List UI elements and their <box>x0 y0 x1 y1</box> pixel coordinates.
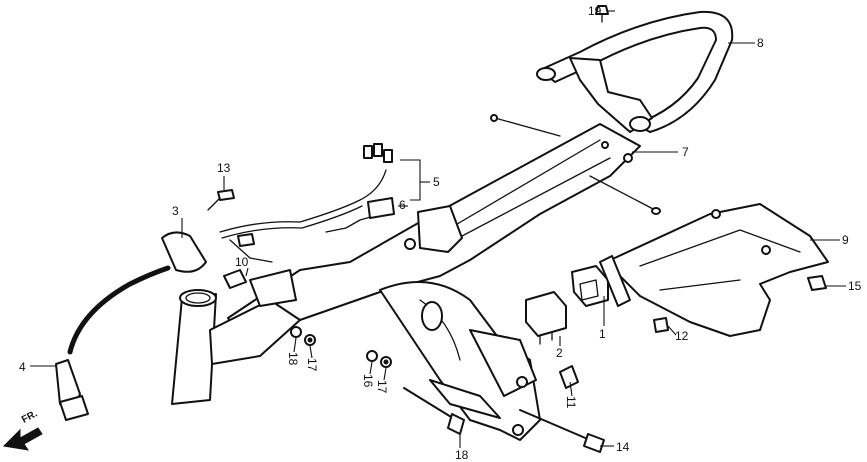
fasteners-left <box>290 326 316 346</box>
bolt-14 <box>519 409 605 453</box>
callout-16: 16 <box>361 374 375 388</box>
callout-5: 5 <box>433 175 440 189</box>
fasteners-center <box>366 350 392 368</box>
callout-4: 4 <box>19 360 26 374</box>
callout-8: 8 <box>757 36 764 50</box>
callout-9: 9 <box>842 233 849 247</box>
callout-7: 7 <box>682 145 689 159</box>
bolt-15 <box>807 275 827 291</box>
main-frame <box>227 114 661 337</box>
callout-14: 14 <box>616 440 630 454</box>
leader-lines <box>30 10 846 448</box>
callout-17-upper: 17 <box>305 358 319 372</box>
callout-11: 11 <box>564 396 578 409</box>
callout-2: 2 <box>556 346 563 360</box>
callout-17-lower: 17 <box>375 380 389 394</box>
rear-shield <box>599 203 829 337</box>
bolt-19 <box>595 5 609 23</box>
bolt-18-lower <box>403 387 465 435</box>
callout-1: 1 <box>599 327 606 341</box>
speedometer-cable <box>55 231 207 421</box>
rear-subframe <box>379 281 541 441</box>
grab-rail <box>536 10 734 133</box>
bolt-12 <box>653 317 669 333</box>
callout-18-upper: 18 <box>286 352 300 366</box>
head-pipe <box>171 269 301 405</box>
bolt-13 <box>207 189 235 211</box>
wire-harness <box>219 143 395 263</box>
callout-12: 12 <box>675 329 689 343</box>
relay-box-1 <box>571 265 609 307</box>
part-11 <box>559 365 579 389</box>
callout-10: 10 <box>235 255 249 269</box>
part-10 <box>223 269 247 289</box>
callout-15: 15 <box>848 279 862 293</box>
front-arrow-icon <box>2 427 43 451</box>
callout-18-lower: 18 <box>455 448 469 462</box>
callout-19: 19 <box>588 4 602 18</box>
relay-box-2 <box>525 291 567 345</box>
callout-13: 13 <box>217 161 231 175</box>
callout-6: 6 <box>399 198 406 212</box>
callout-3: 3 <box>172 204 179 218</box>
